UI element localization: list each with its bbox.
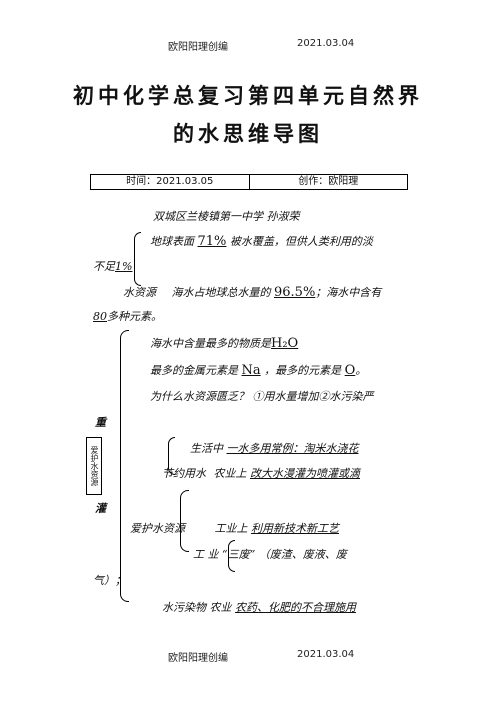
text-line-1: 地球表面 71% 被水覆盖，但供人类利用的淡 [150, 234, 373, 249]
text-line-7: 为什么水资源匮乏？ ①用水量增加②水污染严 [150, 390, 374, 403]
page-title-line2: 的水思维导图 [173, 121, 323, 146]
byline: 双城区兰棱镇第一中学 孙淑荣 [153, 210, 300, 223]
bracket-save-water [168, 437, 175, 475]
bracket-main [120, 330, 129, 602]
text-line-6: 最多的金属元素是 Na ，最多的元素是 O。 [150, 363, 367, 378]
text-line-9: 生活中 一水多用常例：淘米水浇花 [190, 442, 359, 455]
text-line-5: 海水中含量最多的物质是H₂O [150, 336, 299, 351]
text-line-8: 重 [95, 416, 106, 429]
meta-time: 时间：2021.03.05 [126, 176, 214, 187]
meta-author: 创作：欧阳理 [248, 175, 408, 189]
bracket-protect [180, 490, 189, 552]
text-line-11: 灌 [95, 502, 106, 515]
header-right: 2021.03.04 [297, 38, 355, 49]
text-line-13: 工 业 “三废” （废渣、废液、废 [193, 548, 347, 561]
text-line-10: 节约用水 农业上 改大水漫灌为喷灌或滴 [162, 467, 360, 480]
side-label-box: 爱护水资源 [86, 437, 102, 495]
text-line-3: 水资源 海水占地球总水量的 96.5%；海水中含有 [123, 285, 382, 300]
header-left: 欧阳阳理创编 [168, 42, 228, 53]
bracket-resources [134, 232, 141, 286]
meta-table: 时间：2021.03.05 创作：欧阳理 [90, 174, 408, 190]
footer-right: 2021.03.04 [297, 649, 355, 660]
page-title-line1: 初中化学总复习第四单元自然界 [73, 83, 423, 108]
text-line-2: 不足1% [93, 260, 133, 273]
bracket-industry [228, 540, 235, 572]
text-line-4: 80多种元素。 [93, 310, 162, 323]
text-line-14: 气）； [93, 574, 126, 587]
text-line-12: 爱护水资源 工业上 利用新技术新工艺 [130, 522, 339, 535]
footer-left: 欧阳阳理创编 [168, 653, 228, 664]
text-line-15: 水污染物 农业 农药、化肥的不合理施用 [162, 601, 356, 614]
